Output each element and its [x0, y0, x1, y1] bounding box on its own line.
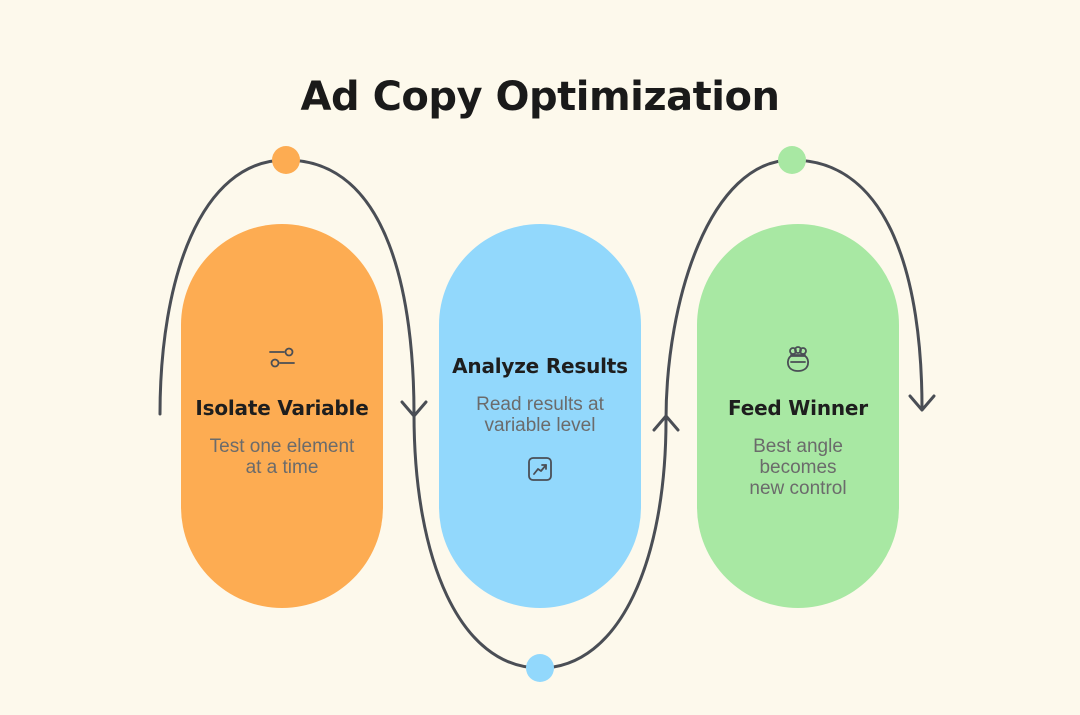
- stage-card-isolate-variable: Isolate Variable Test one element at a t…: [181, 224, 383, 608]
- stage-card-analyze-results: Analyze Results Read results at variable…: [439, 224, 641, 608]
- stage-title: Feed Winner: [728, 396, 868, 420]
- sliders-icon: [181, 346, 383, 370]
- money-bag-icon: [697, 346, 899, 374]
- stage-title: Analyze Results: [452, 354, 628, 378]
- trending-chart-icon: [439, 456, 641, 482]
- stage-description: Best angle becomes new control: [749, 436, 847, 499]
- connector-arrowhead-3: [908, 394, 936, 412]
- stage-card-feed-winner: Feed Winner Best angle becomes new contr…: [697, 224, 899, 608]
- stage-description: Test one element at a time: [209, 436, 355, 478]
- stage-dot-orange: [272, 146, 300, 174]
- stage-title: Isolate Variable: [195, 396, 369, 420]
- stage-dot-blue: [526, 654, 554, 682]
- stage-dot-green: [778, 146, 806, 174]
- stage-description: Read results at variable level: [476, 394, 604, 436]
- page-title: Ad Copy Optimization: [300, 74, 780, 120]
